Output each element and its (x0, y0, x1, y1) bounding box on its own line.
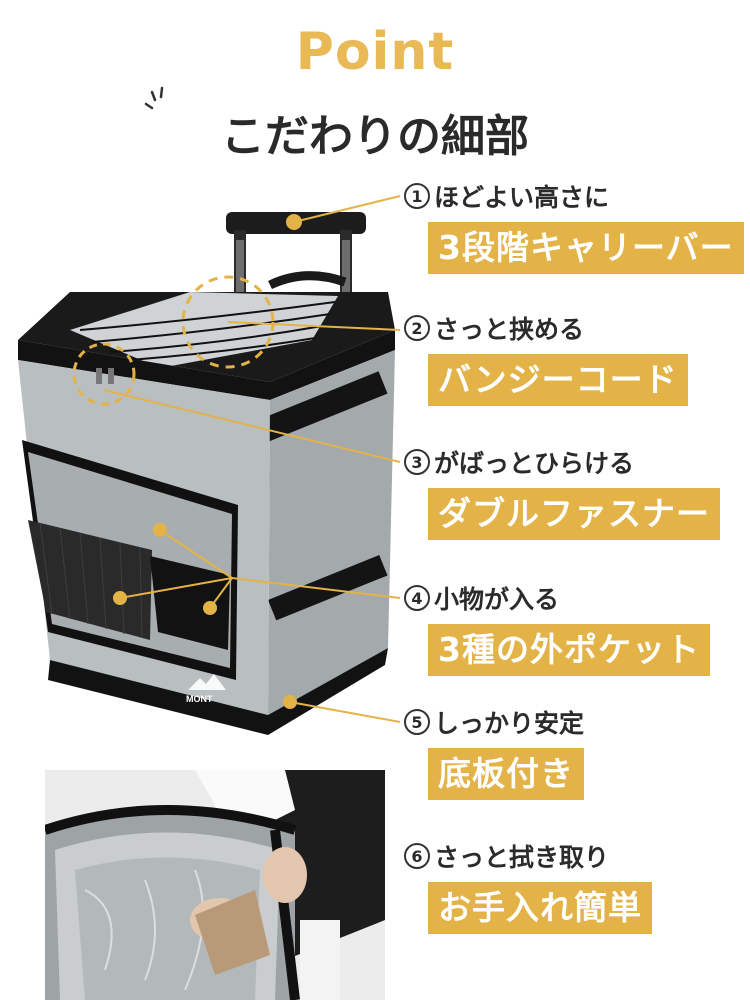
interior-wiping-photo (45, 770, 385, 1000)
feature-tag: お手入れ簡単 (428, 882, 652, 934)
feature-tag: 底板付き (428, 748, 584, 800)
feature-caption: がばっとひらける (434, 449, 635, 478)
feature-number: 5 (404, 709, 430, 735)
feature-tag: 3種の外ポケット (428, 624, 710, 676)
feature-caption: しっかり安定 (434, 709, 585, 738)
header: Point こだわりの細部 (0, 0, 750, 170)
feature-number: 2 (404, 315, 430, 341)
page-title: こだわりの細部 (221, 111, 529, 162)
cooler-bag-illustration: MONT (18, 212, 395, 735)
brand-logo: MONT (186, 694, 213, 704)
feature-caption: 小物が入る (434, 585, 560, 614)
feature-caption: さっと挟める (434, 315, 585, 344)
mesh-pocket (28, 520, 152, 640)
cleaning-cloth (195, 890, 270, 975)
feature-tag: バンジーコード (428, 354, 688, 406)
feature-number: 3 (404, 449, 430, 475)
feature-caption: ほどよい高さに (434, 183, 610, 212)
sparkle-icon (144, 86, 164, 110)
feature-tag: 3段階キャリーバー (428, 222, 744, 274)
feature-number: 4 (404, 585, 430, 611)
feature-number: 6 (404, 843, 430, 869)
feature-caption: さっと拭き取り (434, 843, 610, 872)
feature-number: 1 (404, 183, 430, 209)
point-heading: Point (295, 22, 455, 82)
feature-tag: ダブルファスナー (428, 488, 720, 540)
